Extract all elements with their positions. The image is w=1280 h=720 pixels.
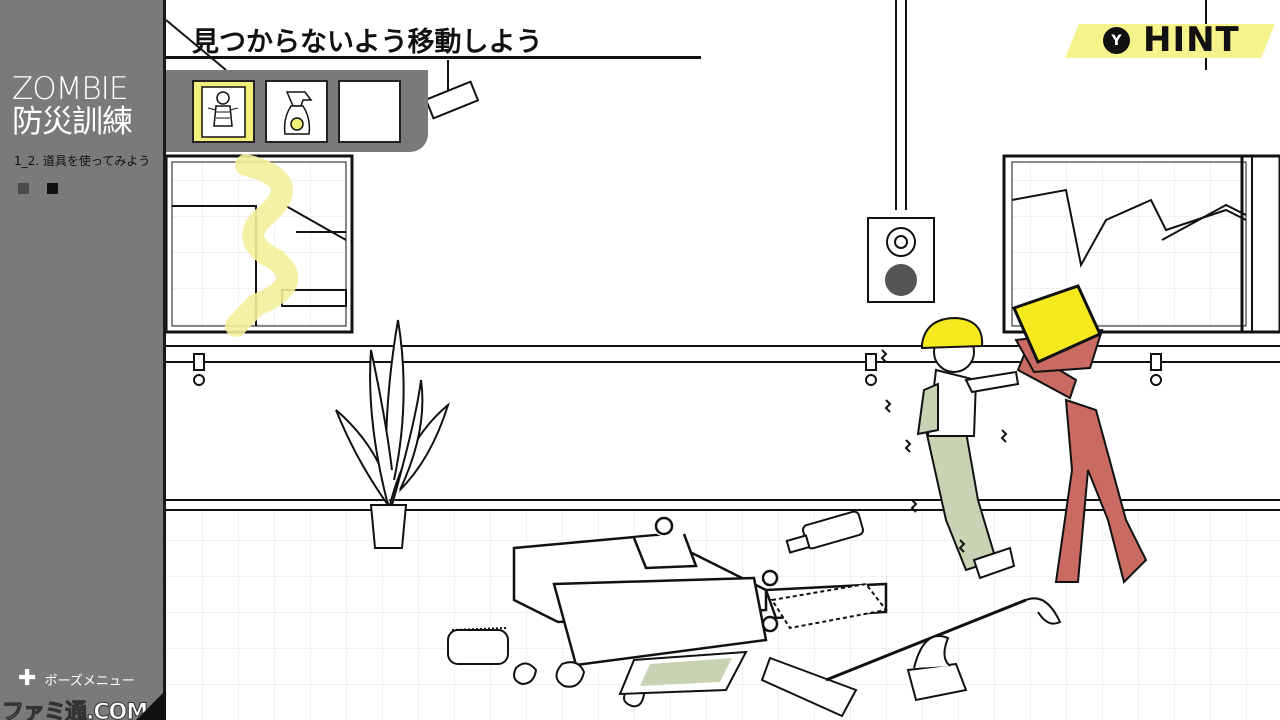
sidebar: ZOMBIE 防災訓練 1_2. 道具を使ってみよう ✚ ポーズメニュー ファミ…: [0, 0, 166, 720]
mop: [760, 597, 1062, 718]
hint-label[interactable]: HINT: [1143, 20, 1240, 60]
sidebar-corner-decoration: [136, 690, 166, 720]
inventory-slot-2[interactable]: [265, 80, 328, 143]
inventory-bar: [166, 70, 428, 152]
left-window: [166, 154, 354, 337]
watermark-logo: ファミ通.COM: [1, 700, 148, 720]
progress-dot-completed: [18, 183, 29, 194]
potted-plant: [335, 319, 450, 549]
paper-sheet: [770, 582, 888, 630]
right-window: [1002, 154, 1280, 334]
progress-dot-current: [47, 183, 58, 194]
pause-menu-button[interactable]: ✚ ポーズメニュー: [18, 668, 135, 690]
inventory-slot-1[interactable]: [192, 80, 255, 143]
objective-text: 見つからないよう移動しよう: [192, 27, 543, 58]
objective-underline: [166, 56, 701, 59]
inventory-slot-3[interactable]: [338, 80, 401, 143]
game-scene: [166, 0, 1280, 720]
stage-label: 1_2. 道具を使ってみよう: [14, 154, 151, 168]
crumpled-paper: [513, 662, 538, 686]
bottle: [785, 510, 864, 554]
y-button-icon[interactable]: Y: [1103, 27, 1130, 54]
worker-character: [916, 316, 1020, 580]
zombie-character: [1011, 284, 1148, 584]
stage-progress: [18, 183, 58, 194]
shake-marks: [880, 349, 1008, 553]
crumpled-paper: [555, 661, 586, 688]
plus-icon: ✚: [18, 666, 37, 691]
game-title: ZOMBIE 防災訓練: [12, 74, 157, 138]
game-title-line2: 防災訓練: [12, 104, 133, 140]
wall-speaker: [867, 217, 935, 303]
xray-poster-icon: [201, 86, 246, 138]
brush: [447, 627, 509, 665]
tissue-box: [906, 635, 968, 702]
spray-bottle-icon: [283, 91, 313, 135]
pause-menu-label: ポーズメニュー: [44, 673, 135, 689]
game-title-line1: ZOMBIE: [12, 71, 128, 107]
ceiling-camera: [424, 60, 480, 120]
